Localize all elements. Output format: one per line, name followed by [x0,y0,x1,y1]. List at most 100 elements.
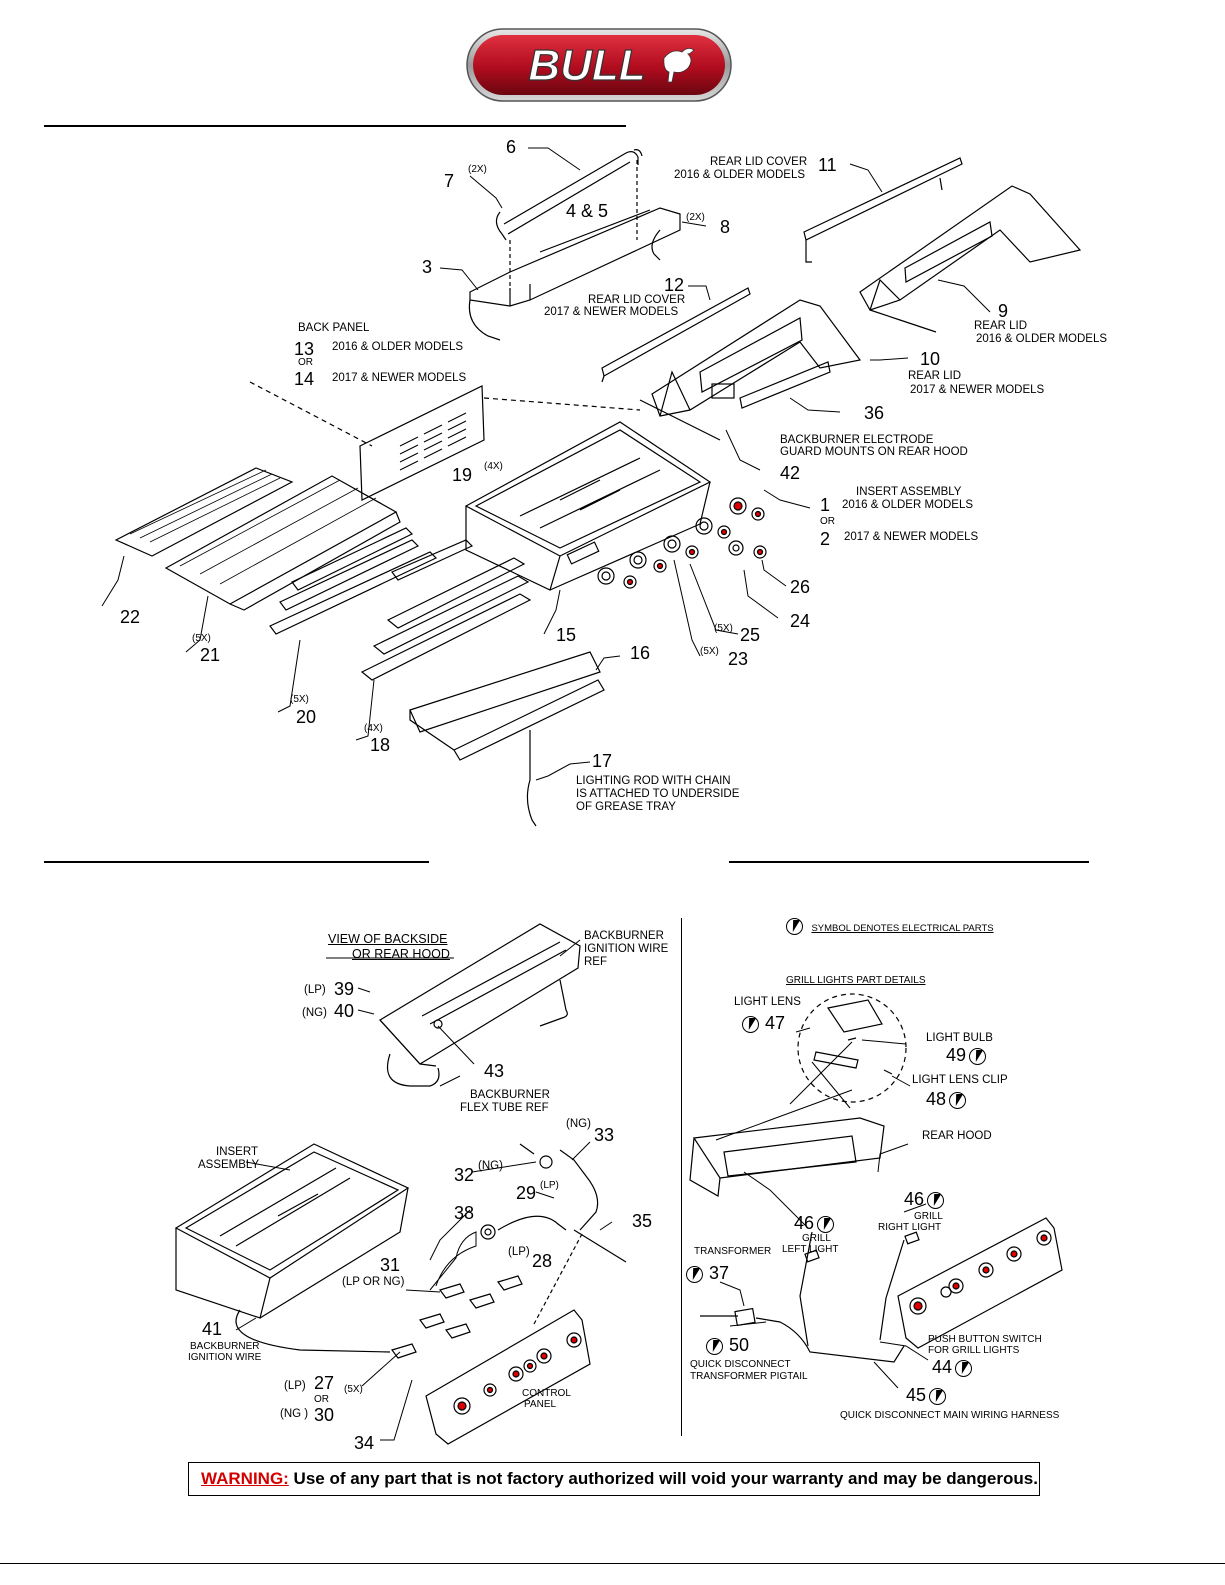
lp-28: (LP) [508,1246,530,1258]
callout-45: 45 [906,1385,927,1405]
label-41-1: BACKBURNER [190,1341,260,1352]
label-insert-1: INSERT [216,1146,258,1158]
section-rule-bottom-right [729,861,1089,863]
callout-32: 32 [454,1165,475,1185]
electrical-bolt-icon [927,1192,945,1210]
label-qd-1: QUICK DISCONNECT [690,1359,791,1370]
callout-47: 47 [765,1013,786,1033]
bull-logo: BULL [466,28,732,102]
valves [391,1275,523,1359]
callout-36: 36 [864,403,885,423]
logo-text: BULL [528,41,645,90]
callout-39: 39 [334,979,355,999]
callout-44-group: 44 [932,1357,973,1378]
rear-lid-10 [639,299,862,441]
grill-lid [468,207,681,341]
heat-plates-18 [360,539,532,681]
callout-37-group: 37 [686,1264,729,1284]
callout-7: 7 [444,171,455,191]
callout-12: 12 [664,275,685,295]
vertical-separator [681,918,682,1436]
electrical-bolt-icon [929,1388,947,1406]
callout-8: 8 [720,217,731,237]
qty-23: (5X) [700,646,719,657]
electrical-bolt-icon [955,1360,973,1378]
ng-40: (NG) [302,1007,327,1019]
label-grill-left-2: LEFT LIGHT [782,1244,839,1255]
callout-22: 22 [120,607,141,627]
callout-34: 34 [354,1433,375,1453]
electrode-block [711,383,735,399]
callout-31: 31 [380,1255,401,1275]
label-flex-2: FLEX TUBE REF [460,1102,549,1114]
rear-hood-backside-view [379,923,581,1087]
label-rear-lid-cover-11: REAR LID COVER [710,156,808,168]
callout-30: 30 [314,1405,335,1425]
rear-hood-right [689,1117,885,1197]
qty-18: (4X) [364,723,383,734]
callout-28: 28 [532,1251,553,1271]
callout-18: 18 [370,735,391,755]
label-push-button-1: PUSH BUTTON SWITCH [928,1334,1042,1345]
callout-10: 10 [920,349,941,369]
callout-48-group: 48 [926,1089,967,1110]
label-grill-right-1: GRILL [914,1211,943,1222]
callout-44: 44 [932,1357,953,1377]
callout-46-left: 46 [794,1213,815,1233]
detail-circle [797,993,907,1103]
lp-29: (LP) [540,1180,559,1191]
label-light-bulb: LIGHT BULB [926,1032,993,1044]
label-insert-2: ASSEMBLY [198,1159,260,1171]
label-bb-ign-1: BACKBURNER [584,930,664,942]
view-backside-title-2: OR REAR HOOD [352,947,450,961]
section-rule-top [44,125,626,127]
callout-46-right: 46 [904,1189,925,1209]
section-rule-bottom-left [44,861,429,863]
callout-48: 48 [926,1089,947,1109]
callout-45-group: 45 [906,1385,947,1406]
callout-50-group: 50 [706,1336,749,1356]
electrode-guard [739,361,831,409]
page-bottom-rule [0,1563,1225,1564]
qty-27: (5X) [344,1384,363,1395]
gas-fittings [480,1143,627,1325]
callout-13: 13 [294,339,315,359]
label-rear-hood: REAR HOOD [922,1130,992,1142]
label-17-line3: OF GREASE TRAY [576,801,676,813]
callout-40: 40 [334,1001,355,1021]
callout-49: 49 [946,1045,967,1065]
qty-8: (2X) [686,212,705,223]
cooking-grates-21 [164,475,401,611]
ng-30: (NG ) [280,1408,309,1420]
light-lens-detail [813,999,893,1075]
lid-handle [495,149,643,241]
back-panel [359,385,485,501]
qty-21: (5X) [192,633,211,644]
label-back-panel: BACK PANEL [298,322,370,334]
control-panel-right [897,1217,1063,1349]
callout-42: 42 [780,463,801,483]
warning-text: Use of any part that is not factory auth… [288,1469,1038,1488]
label-insert-assembly: INSERT ASSEMBLY [856,486,962,498]
callout-20: 20 [296,707,317,727]
electrical-bolt-icon [686,1266,703,1284]
qty-25: (5X) [714,623,733,634]
callout-27: 27 [314,1373,335,1393]
backburner-ignition-wire [235,1309,391,1353]
electrical-bolt-icon [706,1338,723,1356]
callout-1: 1 [820,495,831,515]
label-rear-lid-9: REAR LID [974,320,1028,332]
callout-11: 11 [818,155,837,175]
rear-lid-cover-11 [803,157,963,263]
symbol-note-text: SYMBOL DENOTES ELECTRICAL PARTS [811,923,994,934]
label-2-models: 2017 & NEWER MODELS [844,531,979,543]
ng-32: (NG) [478,1160,503,1172]
electrical-bolt-icon [817,1216,835,1234]
label-grill-right-2: RIGHT LIGHT [878,1222,942,1233]
label-lens-clip: LIGHT LENS CLIP [912,1074,1008,1086]
label-bb-ign-3: REF [584,956,607,968]
label-9-models: 2016 & OLDER MODELS [976,333,1108,345]
insert-assembly-bottom [174,1143,410,1319]
electrical-bolt-icon [786,918,803,936]
callout-37: 37 [709,1263,730,1283]
